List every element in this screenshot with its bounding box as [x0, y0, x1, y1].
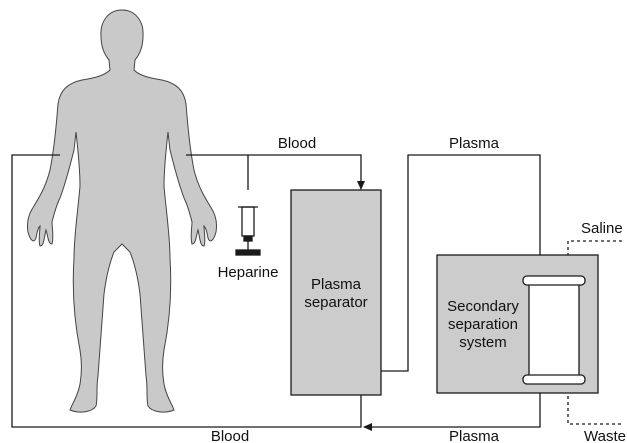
human-body-figure [27, 10, 216, 412]
secondary-label-line2: separation [448, 316, 518, 333]
plasma-separator-label-line1: Plasma [311, 276, 362, 293]
plasma-separator-label-line2: separator [304, 294, 367, 311]
syringe-icon [236, 207, 260, 255]
blood-top-label: Blood [278, 135, 316, 152]
separation-column-icon [523, 276, 585, 384]
plasma-top-label: Plasma [449, 135, 500, 152]
saline-label: Saline [581, 220, 623, 237]
heparine-label: Heparine [218, 264, 279, 281]
blood-bottom-label: Blood [211, 428, 249, 443]
plasma-bottom-label: Plasma [449, 428, 500, 443]
secondary-label-line3: system [459, 334, 507, 351]
blood-out-line [186, 155, 361, 190]
plasma-separator-box: Plasma separator [291, 190, 381, 395]
waste-label: Waste [584, 428, 626, 443]
secondary-label-line1: Secondary [447, 298, 519, 315]
